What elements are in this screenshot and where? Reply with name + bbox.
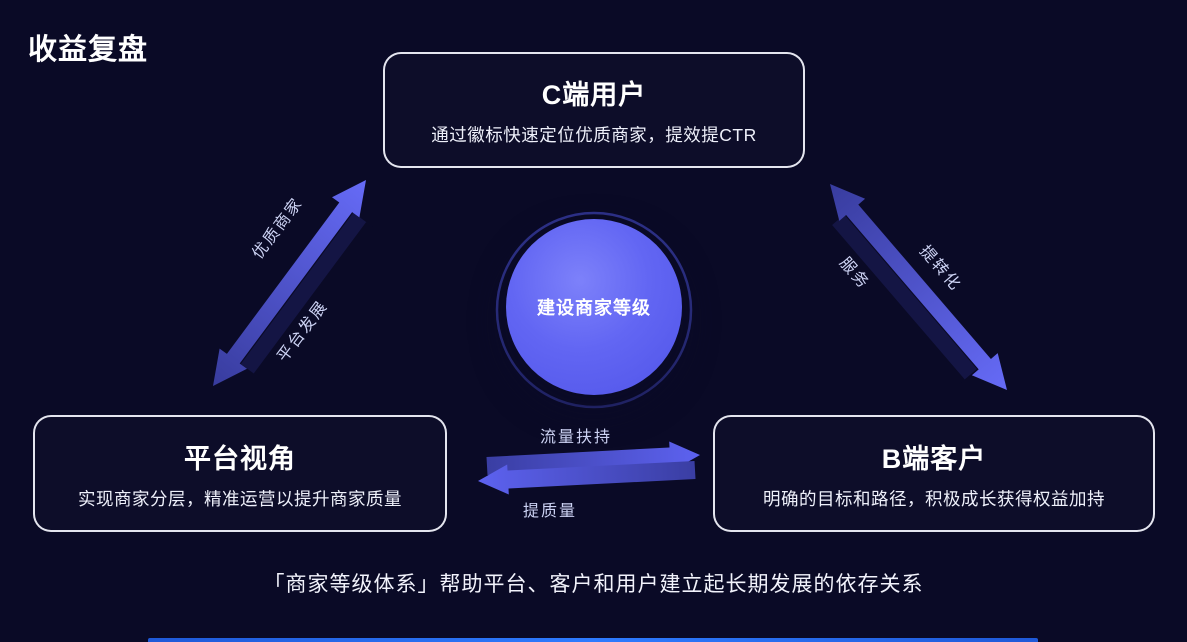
node-c-end-user: C端用户 通过徽标快速定位优质商家，提效提CTR bbox=[383, 52, 805, 168]
node-b-end-client: B端客户 明确的目标和路径，积极成长获得权益加持 bbox=[713, 415, 1155, 532]
page-title: 收益复盘 bbox=[28, 34, 149, 66]
arrow-left-trail bbox=[233, 207, 374, 379]
center-circle: 建设商家等级 bbox=[506, 219, 682, 395]
footer-summary: 「商家等级体系」帮助平台、客户和用户建立起长期发展的依存关系 bbox=[263, 573, 924, 596]
center-circle-ring bbox=[495, 211, 693, 409]
arrow-label-traffic-support: 流量扶持 bbox=[540, 429, 613, 446]
node-desc: 通过徽标快速定位优质商家，提效提CTR bbox=[431, 125, 757, 145]
bottom-accent-bar bbox=[148, 638, 1038, 642]
arrow-horizontal-left bbox=[478, 461, 696, 495]
arrow-right-diagonal bbox=[830, 184, 1007, 390]
arrow-label-quality-up: 提质量 bbox=[523, 503, 578, 520]
node-title: 平台视角 bbox=[184, 443, 296, 474]
node-desc: 实现商家分层，精准运营以提升商家质量 bbox=[78, 488, 402, 509]
node-title: C端用户 bbox=[541, 80, 647, 110]
node-title: B端客户 bbox=[881, 443, 987, 474]
node-desc: 明确的目标和路径，积极成长获得权益加持 bbox=[763, 488, 1105, 509]
center-circle-label: 建设商家等级 bbox=[537, 298, 651, 318]
arrow-right-trail bbox=[825, 208, 984, 386]
arrow-left-diagonal bbox=[213, 180, 366, 386]
node-platform-view: 平台视角 实现商家分层，精准运营以提升商家质量 bbox=[33, 415, 447, 532]
